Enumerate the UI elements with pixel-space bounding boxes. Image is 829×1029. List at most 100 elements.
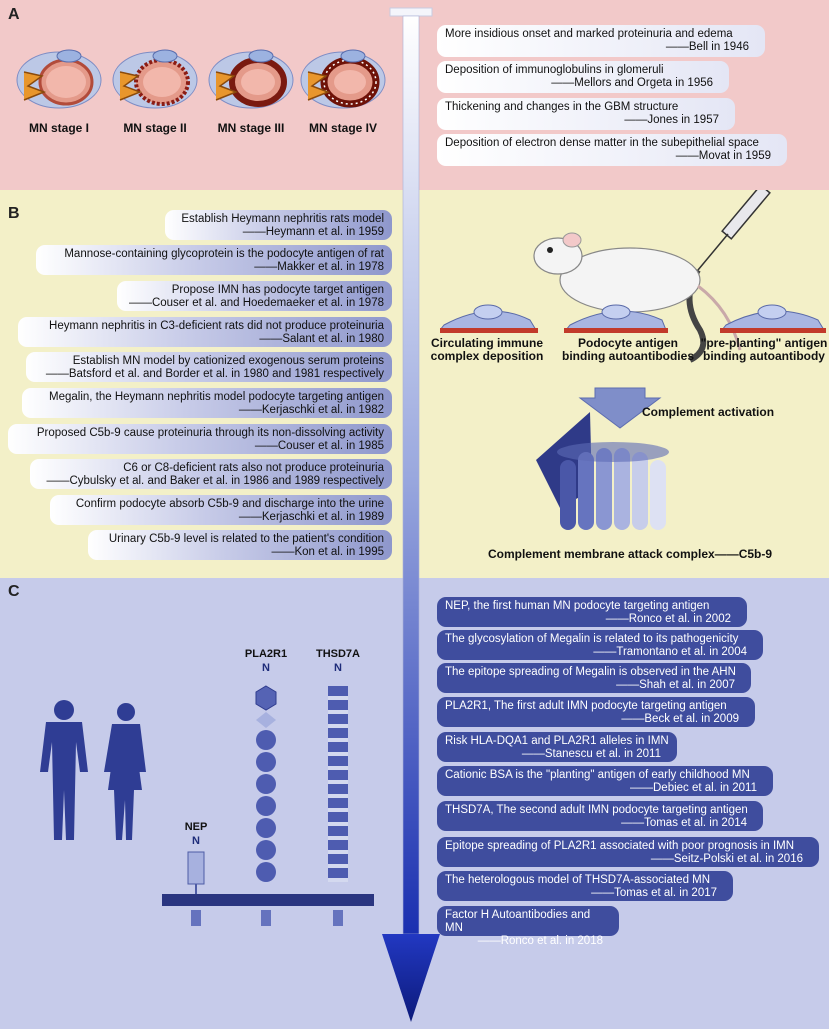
event-text: Proposed C5b-9 cause proteinuria through… [36,427,384,439]
event-citation: ——Kerjaschki et al. in 1982 [238,404,384,416]
event-citation: ——Shah et al. in 2007 [616,679,735,691]
event-b-2: Mannose-containing glycoprotein is the p… [36,245,392,275]
event-a-1: More insidious onset and marked proteinu… [437,25,765,57]
mechanism-2-line1: Podocyte antigen [577,336,678,350]
event-citation: ——Batsford et al. and Border et al. in 1… [45,368,384,380]
mn-stage-1-label: MN stage I [28,121,89,135]
event-citation: ——Debiec et al. in 2011 [630,782,757,794]
event-text: Establish Heymann nephritis rats model [181,213,384,225]
event-citation: ——Stanescu et al. in 2011 [521,748,661,760]
event-c-9: The heterologous model of THSD7A-associa… [437,871,733,901]
event-citation: ——Jones in 1957 [624,114,719,126]
event-text: Thickening and changes in the GBM struct… [445,101,679,113]
event-a-4: Deposition of electron dense matter in t… [437,134,787,166]
mn-stage-4-label: MN stage IV [308,121,377,135]
event-c-10: Factor H Autoantibodies and MN ——Ronco e… [437,906,619,947]
event-citation: ——Ronco et al. in 2018 [477,935,603,947]
mn-stage-1: MN stage I [14,42,104,135]
event-text: Epitope spreading of PLA2R1 associated w… [445,840,795,852]
mn-stage-3-label: MN stage III [217,121,285,135]
membrane-attack-complex-icon [536,412,669,530]
event-citation: ——Salant et al. in 1980 [259,333,384,345]
event-c-7: THSD7A, The second adult IMN podocyte ta… [437,801,763,831]
event-citation: ——Tomas et al. in 2017 [591,887,717,899]
event-c-8: Epitope spreading of PLA2R1 associated w… [437,837,819,867]
event-text: More insidious onset and marked proteinu… [445,28,733,40]
mechanism-1-caption: Circulating immune complex deposition [428,337,546,363]
event-b-8: C6 or C8-deficient rats also not produce… [30,459,392,489]
mechanism-illustration [440,190,826,530]
mechanism-2-line2: binding autoantibodies [562,349,694,363]
event-text: Mannose-containing glycoprotein is the p… [64,248,384,260]
event-b-5: Establish MN model by cationized exogeno… [26,352,392,382]
thsd7a-protein-icon [328,686,348,926]
event-text: Cationic BSA is the "planting" antigen o… [445,769,750,781]
event-text: PLA2R1, The first adult IMN podocyte tar… [445,700,727,712]
syringe-icon [686,190,771,363]
cell-preplanting-antigen-icon [720,304,826,333]
event-text: Propose IMN has podocyte target antigen [171,284,384,296]
event-citation: ——Seitz-Polski et al. in 2016 [650,853,803,865]
glomerulus-stage-2-illustration [112,49,198,109]
thsd7a-label: THSD7A [315,648,360,660]
nep-label: NEP [184,821,208,833]
event-text: Deposition of immunoglobulins in glomeru… [445,64,664,76]
event-text: The heterologous model of THSD7A-associa… [445,874,711,886]
mechanism-1-line1: Circulating immune [430,336,543,350]
mn-stage-2-label: MN stage II [123,121,187,135]
event-text: Megalin, the Heymann nephritis model pod… [49,391,384,403]
event-c-6: Cationic BSA is the "planting" antigen o… [437,766,773,796]
nep-n-terminus-label: N [192,835,200,847]
event-citation: ——Movat in 1959 [675,150,771,162]
event-c-4: PLA2R1, The first adult IMN podocyte tar… [437,697,755,727]
event-c-2: The glycosylation of Megalin is related … [437,630,763,660]
event-citation: ——Cybulsky et al. and Baker et al. in 19… [46,475,384,487]
section-c-letter: C [8,583,20,600]
event-text: THSD7A, The second adult IMN podocyte ta… [445,804,748,816]
event-text: The epitope spreading of Megalin is obse… [445,666,736,678]
event-citation: ——Tramontano et al. in 2004 [593,646,747,658]
event-text: NEP, the first human MN podocyte targeti… [445,600,710,612]
event-b-9: Confirm podocyte absorb C5b-9 and discha… [50,495,392,525]
event-text: Factor H Autoantibodies and MN [445,909,591,934]
event-c-3: The epitope spreading of Megalin is obse… [437,663,751,693]
event-text: C6 or C8-deficient rats also not produce… [123,462,384,474]
mechanism-3-line1: "pre-planting" antigen [700,336,828,350]
event-b-3: Propose IMN has podocyte target antigen … [117,281,392,311]
event-citation: ——Makker et al. in 1978 [254,261,384,273]
membrane-proteins-illustration [162,685,374,926]
event-text: Risk HLA-DQA1 and PLA2R1 alleles in IMN [445,735,669,747]
event-text: The glycosylation of Megalin is related … [445,633,739,645]
event-text: Urinary C5b-9 level is related to the pa… [108,533,384,545]
pla2r1-protein-icon [255,685,277,926]
mechanism-1-line2: complex deposition [430,349,544,363]
event-b-1: Establish Heymann nephritis rats model —… [165,210,392,240]
female-figure-icon [104,703,146,840]
event-citation: ——Ronco et al. in 2002 [605,613,731,625]
event-text: Heymann nephritis in C3-deficient rats d… [49,320,384,332]
event-citation: ——Mellors and Orgeta in 1956 [551,77,713,89]
male-figure-icon [40,700,88,840]
event-c-5: Risk HLA-DQA1 and PLA2R1 alleles in IMN … [437,732,677,762]
event-b-7: Proposed C5b-9 cause proteinuria through… [8,424,392,454]
complement-arrow-icon [578,387,662,429]
mn-stage-4: MN stage IV [298,42,388,135]
event-a-3: Thickening and changes in the GBM struct… [437,98,735,130]
mechanism-3-caption: "pre-planting" antigen binding autoantib… [700,337,828,363]
event-b-10: Urinary C5b-9 level is related to the pa… [88,530,392,560]
cell-immune-complex-icon [440,304,538,333]
event-text: Establish MN model by cationized exogeno… [72,355,384,367]
mn-stage-2: MN stage II [110,42,200,135]
glomerulus-stage-4-illustration [300,49,386,109]
event-citation: ——Kon et al. in 1995 [271,546,384,558]
cell-podocyte-antigen-icon [564,304,668,333]
event-citation: ——Beck et al. in 2009 [621,713,739,725]
rat-icon [533,232,742,351]
event-citation: ——Heymann et al. in 1959 [242,226,384,238]
event-text: Deposition of electron dense matter in t… [445,137,759,149]
human-figures-illustration [40,700,146,840]
event-citation: ——Couser et al. in 1985 [254,440,384,452]
event-b-6: Megalin, the Heymann nephritis model pod… [22,388,392,418]
event-citation: ——Bell in 1946 [665,41,749,53]
